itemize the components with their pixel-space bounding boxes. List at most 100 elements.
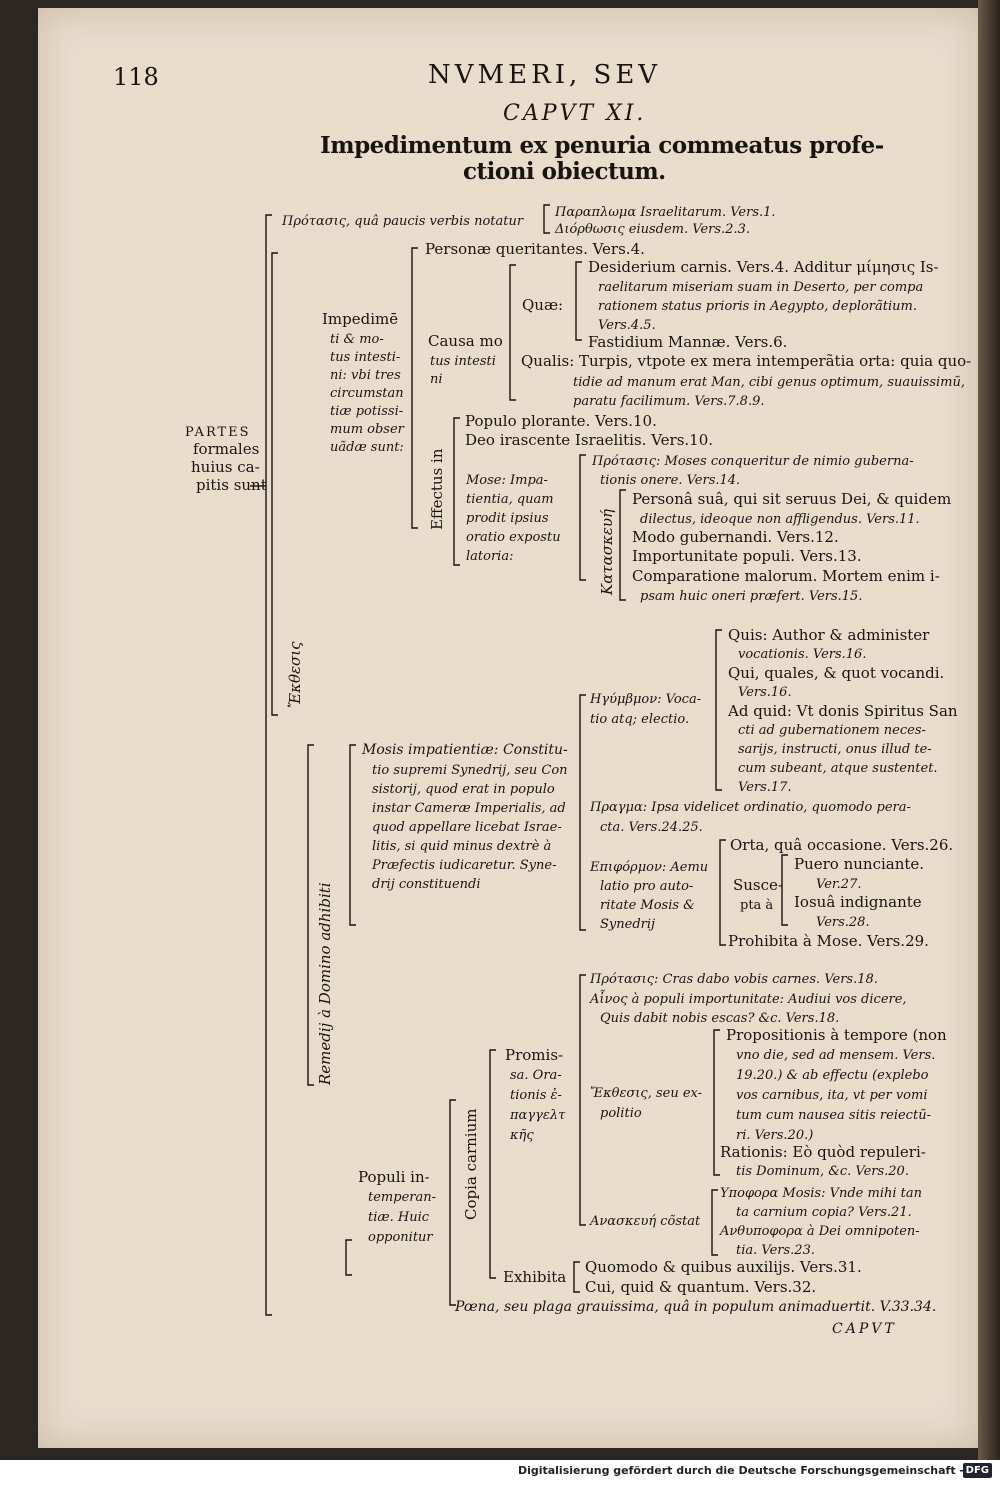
desiderium-2: raelitarum miseriam suam in Deserto, per… <box>598 280 924 295</box>
causa-3: ni <box>430 372 443 387</box>
propositionis-3: 19.20.) & ab effectu (explebo <box>736 1068 929 1083</box>
hypophora-2: ta carnium copia? Vers.21. <box>736 1205 912 1220</box>
mosis-imp-8: drij constituendi <box>372 877 481 892</box>
impedimenti-3: tus intesti- <box>330 350 401 365</box>
footer-credit: Digitalisierung gefördert durch die Deut… <box>517 1464 964 1477</box>
effectus-label: Effectus in <box>428 448 446 531</box>
protasis-a: Παραπλωμα Israelitarum. Vers.1. <box>555 205 776 220</box>
remedii-label: Remedij à Domino adhibiti <box>316 882 334 1085</box>
protasis-b: Διόρθωσις eiusdem. Vers.2.3. <box>555 222 750 237</box>
mose-3: prodit ipsius <box>466 511 549 526</box>
impedimenti-6: tiæ potissi- <box>330 404 404 419</box>
persona-sua-2: dilectus, ideoque non affligendus. Vers.… <box>640 512 920 527</box>
promissa-4: παγγελτ <box>510 1108 566 1123</box>
comparatione-2: psam huic oneri præfert. Vers.15. <box>640 589 863 604</box>
prohibita: Prohibita à Mose. Vers.29. <box>728 932 929 950</box>
mosis-imp-4: instar Cameræ Imperialis, ad <box>372 801 566 816</box>
rationis-2: tis Dominum, &c. Vers.20. <box>736 1164 909 1179</box>
hegemon-1: Ηγύμβμον: Voca- <box>590 692 702 707</box>
book-spine <box>978 0 1000 1460</box>
ad-quid-5: Vers.17. <box>738 780 792 795</box>
promissa-2: sa. Ora- <box>510 1068 562 1083</box>
mose-1: Mose: Impa- <box>466 473 548 488</box>
populi-int-3: tiæ. Huic <box>368 1210 430 1225</box>
promissa-5: κῆς <box>510 1128 534 1143</box>
mosis-imp-1: Mosis impatientiæ: Constitu- <box>362 742 568 758</box>
mose-4: oratio expostu <box>466 530 561 545</box>
root-line-1: PARTES <box>185 425 251 440</box>
root-line-4: pitis sunt <box>196 476 267 494</box>
mose-protasis-2: tionis onere. Vers.14. <box>600 473 741 488</box>
mosis-imp-6: litis, si quid minus dextrè à <box>372 839 552 854</box>
exhibita: Exhibita <box>503 1268 567 1286</box>
populi-int-2: temperan- <box>368 1190 436 1205</box>
iosua-2: Vers.28. <box>816 915 870 930</box>
orta: Orta, quâ occasione. Vers.26. <box>730 836 954 854</box>
mosis-imp-3: sistorij, quod erat in populo <box>372 782 555 797</box>
protasis-label: Πρότασις, quâ paucis verbis notatur <box>282 214 524 229</box>
propositionis-5: tum cum nausea sitis reiectũ- <box>736 1108 931 1123</box>
fastidium: Fastidium Mannæ. Vers.6. <box>588 333 788 351</box>
page-number: 118 <box>113 63 159 91</box>
propositionis-4: vos carnibus, ita, vt per vomi <box>736 1088 928 1103</box>
impedimenti-4: ni: vbi tres <box>330 368 401 383</box>
mose-5: latoria: <box>466 549 514 564</box>
populi-int-4: opponitur <box>368 1230 433 1245</box>
ainos-2: Quis dabit nobis escas? &c. Vers.18. <box>600 1011 840 1026</box>
qualis-2: tidie ad manum erat Man, cibi genus opti… <box>573 375 965 390</box>
comparatione-1: Comparatione malorum. Mortem enim i- <box>632 567 940 585</box>
puero-1: Puero nunciante. <box>794 855 925 873</box>
impedimenti-7: mum obser <box>330 422 404 437</box>
causa-1: Causa mo <box>428 332 503 350</box>
ad-quid-2: cti ad gubernationem neces- <box>738 723 926 738</box>
ad-quid-1: Ad quid: Vt donis Spiritus San <box>728 702 958 720</box>
mosis-imp-7: Præfectis iudicaretur. Syne- <box>372 858 557 873</box>
paper-sheet <box>38 8 978 1448</box>
iosua-1: Iosuâ indignante <box>794 893 922 911</box>
qui-quales-1: Qui, quales, & quot vocandi. <box>728 664 945 682</box>
pragma-2: cta. Vers.24.25. <box>600 820 703 835</box>
quis-2: vocationis. Vers.16. <box>738 647 867 662</box>
heading-line-2: ctioni obiectum. <box>463 158 666 185</box>
personae: Personæ queritantes. Vers.4. <box>425 240 645 258</box>
quomodo: Quomodo & quibus auxilijs. Vers.31. <box>585 1258 862 1276</box>
impedimenti-2: ti & mo- <box>330 332 384 347</box>
dfg-logo: DFG <box>962 1463 992 1478</box>
impedimenti-8: uãdæ sunt: <box>330 440 404 455</box>
qualis-1: Qualis: Turpis, vtpote ex mera intemperã… <box>521 352 972 370</box>
impedimenti-1: Impedimē <box>322 310 399 328</box>
anthypophora-1: Ανθυποφορα à Dei omnipoten- <box>720 1224 920 1239</box>
quis-1: Quis: Author & administer <box>728 626 930 644</box>
copia-label: Copia carnium <box>462 1108 480 1220</box>
propositionis-2: vno die, sed ad mensem. Vers. <box>736 1048 936 1063</box>
desiderium-3: rationem status prioris in Aegypto, depl… <box>598 299 917 314</box>
catchword: CAPVT <box>832 1321 897 1337</box>
desiderium-1: Desiderium carnis. Vers.4. Additur μίμησ… <box>588 258 939 276</box>
anthypophora-2: tia. Vers.23. <box>736 1243 815 1258</box>
chapter-title: CAPVT XI. <box>503 101 647 126</box>
suscepta-1: Susce- <box>733 876 783 894</box>
kataskeue-label: Κατασκευή <box>598 509 616 595</box>
anaskeue: Ανασκευή cõstat <box>590 1214 701 1229</box>
mosis-imp-2: tio supremi Synedrij, seu Con <box>372 763 568 778</box>
impedimenti-5: circumstan <box>330 386 404 401</box>
mose-protasis-1: Πρότασις: Moses conqueritur de nimio gub… <box>592 454 914 469</box>
rationis-1: Rationis: Eò quòd repuleri- <box>720 1143 926 1161</box>
puero-2: Ver.27. <box>816 877 862 892</box>
running-title: NVMERI, SEV <box>428 60 662 90</box>
ekthesis2-2: politio <box>600 1106 642 1121</box>
epiphora-3: ritate Mosis & <box>600 898 695 913</box>
qualis-3: paratu facilimum. Vers.7.8.9. <box>573 394 765 409</box>
digitization-footer: Digitalisierung gefördert durch die Deut… <box>0 1460 1000 1485</box>
hegemon-2: tio atq; electio. <box>590 712 690 727</box>
propositionis-6: ri. Vers.20.) <box>736 1128 814 1143</box>
cui: Cui, quid & quantum. Vers.32. <box>585 1278 817 1296</box>
ekthesis2-1: Ἔκθεσις, seu ex- <box>590 1086 703 1101</box>
root-line-2: formales <box>193 440 260 458</box>
ad-quid-4: cum subeant, atque sustentet. <box>738 761 938 776</box>
epiphora-1: Επιφόρμον: Aemu <box>590 860 709 875</box>
modo: Modo gubernandi. Vers.12. <box>632 528 839 546</box>
desiderium-4: Vers.4.5. <box>598 318 656 333</box>
